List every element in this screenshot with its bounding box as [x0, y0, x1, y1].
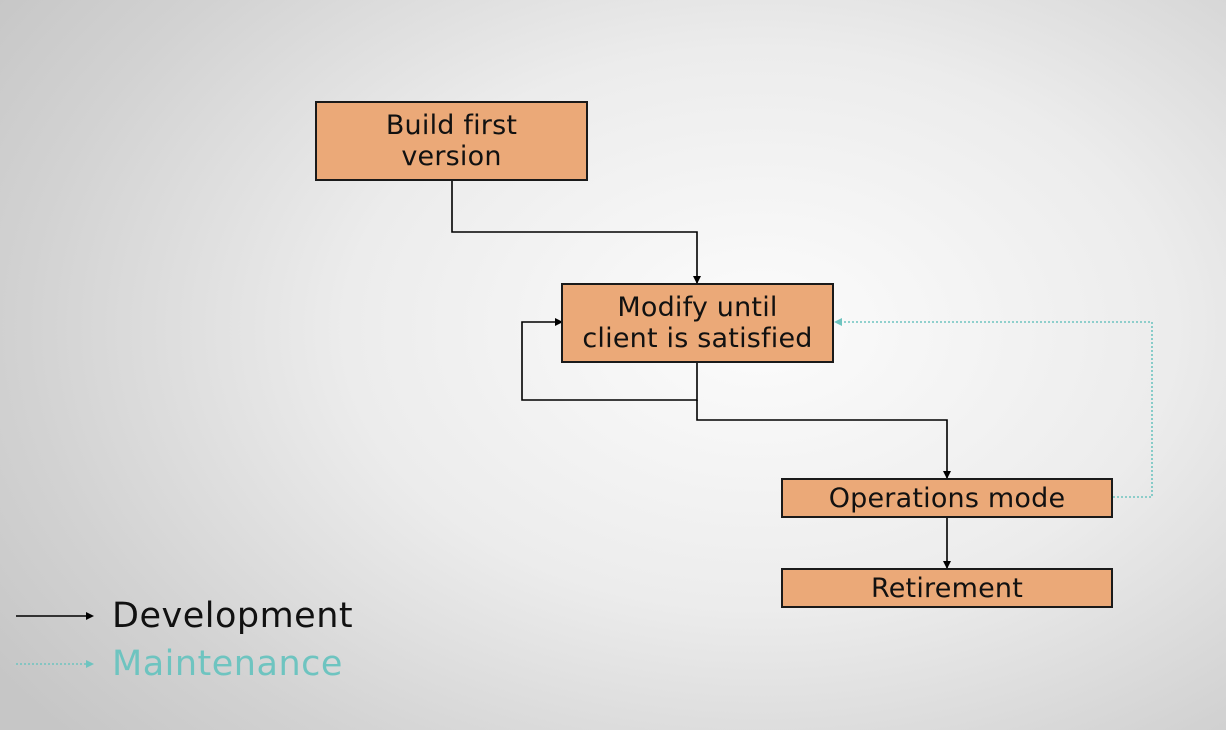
edge-modify-to-operations	[696, 400, 951, 479]
node-modify-until-satisfied: Modify until client is satisfied	[561, 283, 834, 363]
node-operations-mode: Operations mode	[781, 478, 1113, 518]
legend-development: Development	[16, 596, 353, 636]
legend-development-line	[16, 612, 94, 620]
legend-maintenance-line	[16, 660, 94, 668]
edge-modify-self-loop	[521, 318, 698, 401]
legend-maintenance-label: Maintenance	[112, 644, 343, 684]
node-retirement: Retirement	[781, 568, 1113, 608]
node-build-first-version: Build first version	[315, 101, 588, 181]
legend-maintenance: Maintenance	[16, 644, 343, 684]
edge-build-to-modify	[451, 180, 701, 284]
legend-development-label: Development	[112, 596, 354, 636]
edge-maintenance-feedback	[834, 318, 1153, 498]
